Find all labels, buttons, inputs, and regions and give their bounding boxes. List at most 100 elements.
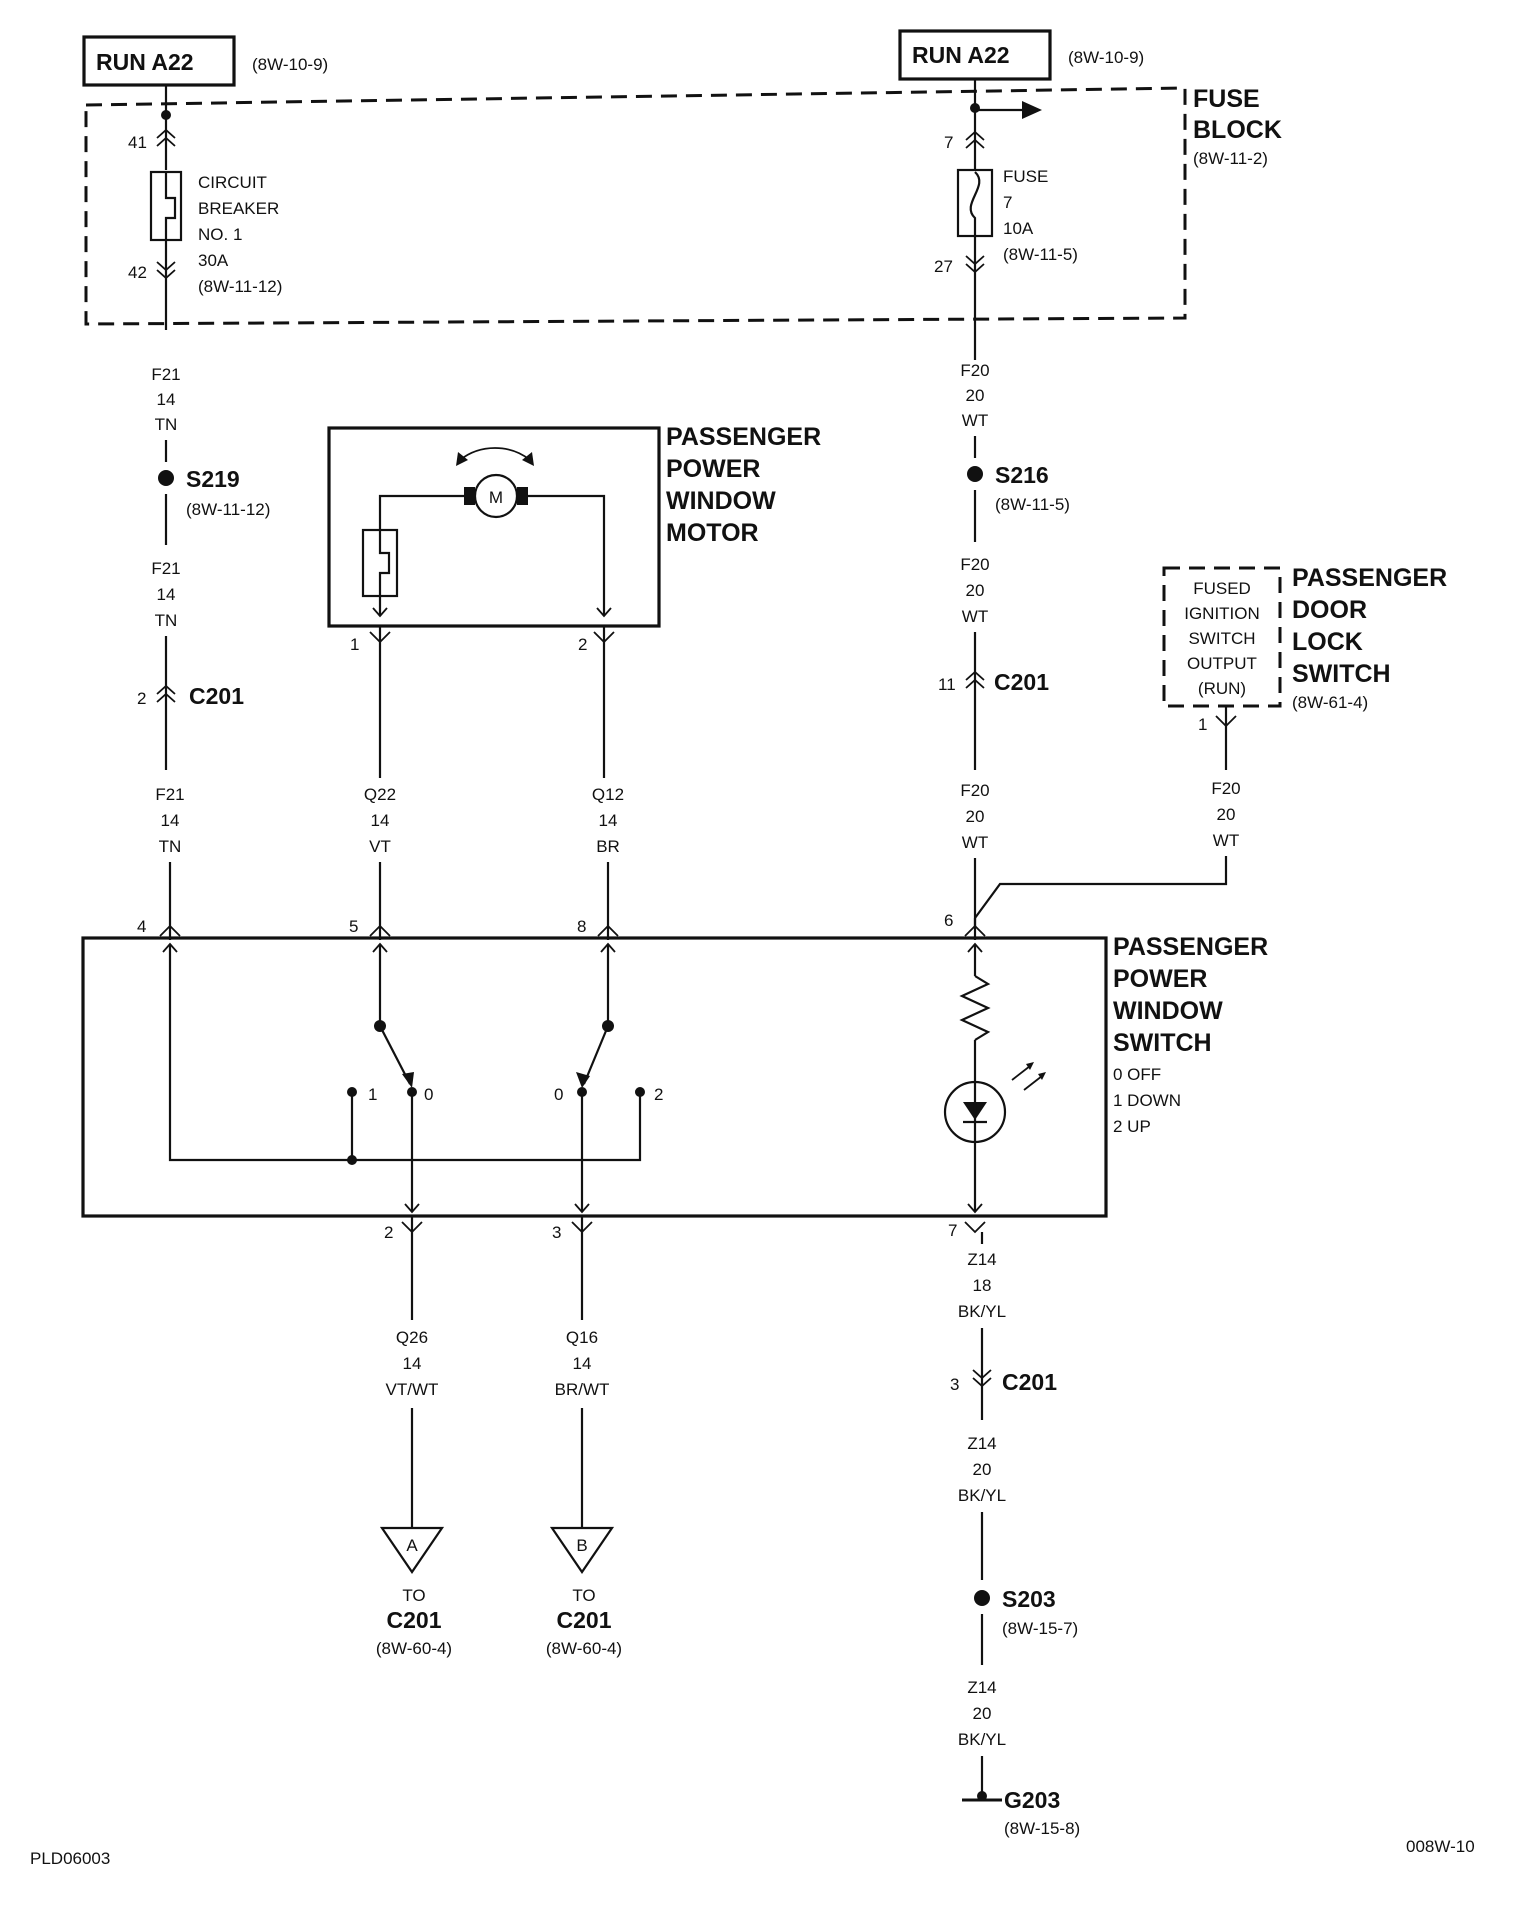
z14-a-line3: BK/YL [958, 1302, 1006, 1321]
switch-left-pos-1-contact [347, 1087, 357, 1097]
illumination-resistor [959, 975, 991, 1041]
door-lock-switch-outline [1162, 566, 1282, 708]
f20-a-line1: F20 [960, 361, 989, 380]
door-lock-ref: (8W-61-4) [1292, 693, 1368, 712]
breaker-pin-41: 41 [128, 133, 147, 152]
f21-a-line1: F21 [151, 365, 180, 384]
left-power-source: RUN A22 (8W-10-9) [82, 35, 328, 87]
f20-d-line1: F20 [1211, 779, 1240, 798]
off-page-b-letter: B [576, 1536, 587, 1555]
door-lock-title-3: LOCK [1292, 628, 1363, 656]
f20-c-line2: 20 [966, 807, 985, 826]
fuse-block-title-1: FUSE [1193, 85, 1260, 113]
fuse-pin-27-terminal [965, 255, 985, 274]
z14-b-line1: Z14 [967, 1434, 996, 1453]
window-switch-title-1: PASSENGER [1113, 933, 1268, 961]
f21-c-line1: F21 [155, 785, 184, 804]
off-page-a-ref: (8W-60-4) [376, 1639, 452, 1658]
breaker-text-4: 30A [198, 251, 229, 270]
door-lock-inner-3: SWITCH [1188, 629, 1255, 648]
q26-line3: VT/WT [386, 1380, 439, 1399]
q16-line2: 14 [573, 1354, 592, 1373]
q12-line1: Q12 [592, 785, 624, 804]
s216-splice-dot [967, 466, 983, 482]
window-switch-title-3: WINDOW [1113, 997, 1223, 1025]
motor-title-1: PASSENGER [666, 423, 821, 451]
fuse-text-4: (8W-11-5) [1003, 245, 1078, 264]
door-lock-pin-1: 1 [1198, 715, 1207, 734]
fuse-text-1: FUSE [1003, 167, 1048, 186]
door-lock-inner-1: FUSED [1193, 579, 1251, 598]
f21-a-line3: TN [155, 415, 178, 434]
fuse-pin-7-terminal [965, 130, 985, 149]
breaker-text-3: NO. 1 [198, 225, 242, 244]
switch-right-pos-2-contact [635, 1087, 645, 1097]
f21-b-line1: F21 [151, 559, 180, 578]
f20-b-line2: 20 [966, 581, 985, 600]
motor-rotation-arc [459, 447, 531, 461]
f21-b-line3: TN [155, 611, 178, 630]
fuse-block-title-2: BLOCK [1193, 116, 1282, 144]
f20-c-line3: WT [962, 833, 988, 852]
q12-line2: 14 [599, 811, 618, 830]
footer-left-code: PLD06003 [30, 1849, 110, 1868]
breaker-text-1: CIRCUIT [198, 173, 267, 192]
off-page-b-ref: (8W-60-4) [546, 1639, 622, 1658]
switch-right-pos-0: 0 [554, 1085, 563, 1104]
fuse-feed-arrow-head [1022, 101, 1042, 119]
s219-label: S219 [186, 466, 240, 492]
switch-pin-4: 4 [137, 917, 146, 936]
f20-a-line3: WT [962, 411, 988, 430]
passenger-door-lock-switch: FUSED IGNITION SWITCH OUTPUT (RUN) PASSE… [974, 564, 1447, 919]
window-switch-title-2: POWER [1113, 965, 1207, 993]
q12-line3: BR [596, 837, 620, 856]
motor-title-4: MOTOR [666, 519, 759, 547]
f21-a-line2: 14 [157, 390, 176, 409]
breaker-text-5: (8W-11-12) [198, 277, 282, 296]
f21-circuit: F21 14 TN S219 (8W-11-12) F21 14 TN 2 C2… [137, 365, 270, 920]
s203-ref: (8W-15-7) [1002, 1619, 1078, 1638]
fuse-block-ref: (8W-11-2) [1193, 149, 1268, 168]
z14-b-line3: BK/YL [958, 1486, 1006, 1505]
s203-splice-dot [974, 1590, 990, 1606]
door-lock-title-1: PASSENGER [1292, 564, 1447, 592]
left-run-a22-ref: (8W-10-9) [252, 55, 328, 74]
switch-pin-5: 5 [349, 917, 358, 936]
q22-line3: VT [369, 837, 391, 856]
off-page-b-target: C201 [557, 1607, 612, 1633]
z14-a-line2: 18 [973, 1276, 992, 1295]
g203-ref: (8W-15-8) [1004, 1819, 1080, 1838]
off-page-b-to: TO [572, 1586, 595, 1605]
z14-b-line2: 20 [973, 1460, 992, 1479]
s203-label: S203 [1002, 1586, 1056, 1612]
c201-lower-terminal [972, 1369, 992, 1388]
right-run-a22-label: RUN A22 [912, 42, 1010, 68]
motor-wires: Q22 14 VT Q12 14 BR [364, 642, 624, 920]
q16-line1: Q16 [566, 1328, 598, 1347]
z14-c-line1: Z14 [967, 1678, 996, 1697]
left-run-a22-label: RUN A22 [96, 49, 194, 75]
s219-splice-dot [158, 470, 174, 486]
fuse-text-2: 7 [1003, 193, 1012, 212]
f20-d-line2: 20 [1217, 805, 1236, 824]
c201-left-label: C201 [189, 683, 244, 709]
door-lock-title-4: SWITCH [1292, 660, 1391, 688]
c201-lower-pin: 3 [950, 1375, 959, 1394]
f20-circuit: F20 20 WT S216 (8W-11-5) F20 20 WT 11 C2… [938, 361, 1070, 928]
window-switch-title-4: SWITCH [1113, 1029, 1212, 1057]
fuse-text-3: 10A [1003, 219, 1034, 238]
f21-c-line2: 14 [161, 811, 180, 830]
motor-box [327, 426, 661, 628]
s219-ref: (8W-11-12) [186, 500, 270, 519]
switch-pin-3: 3 [552, 1223, 561, 1242]
motor-pin-2: 2 [578, 635, 587, 654]
right-run-a22-ref: (8W-10-9) [1068, 48, 1144, 67]
door-lock-inner-5: (RUN) [1198, 679, 1246, 698]
f21-c-line3: TN [159, 837, 182, 856]
fuse-block-outline [84, 86, 1187, 326]
z14-a-line1: Z14 [967, 1250, 996, 1269]
f20-d-line3: WT [1213, 831, 1239, 850]
window-switch-legend-2: 1 DOWN [1113, 1091, 1181, 1110]
s216-ref: (8W-11-5) [995, 495, 1070, 514]
q22-line2: 14 [371, 811, 390, 830]
